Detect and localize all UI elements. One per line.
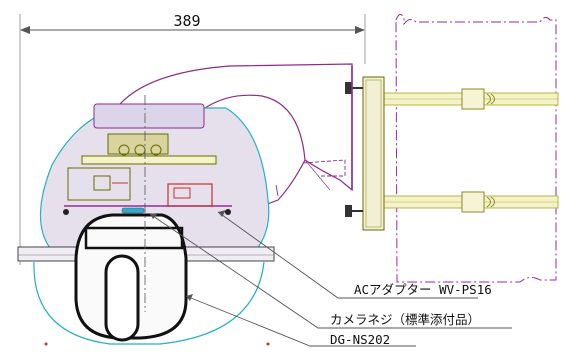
pole <box>395 14 557 283</box>
internal-assembly <box>63 133 232 215</box>
callout-leaders <box>149 210 512 347</box>
callout-camera-screw: カメラネジ（標準添付品） <box>330 312 480 327</box>
bolt-lower <box>345 205 352 217</box>
pole-band-lower <box>381 191 559 213</box>
dome-bubble <box>33 261 265 345</box>
callout-mount-model: DG-NS202 <box>330 332 390 347</box>
callout-ac-adapter: ACアダプター WV-PS16 <box>354 282 492 297</box>
camera-body <box>74 213 188 342</box>
pole-band-upper <box>381 88 559 110</box>
bolt-upper <box>345 82 352 94</box>
camera-screw <box>121 207 145 214</box>
dimension-value: 389 <box>173 12 200 30</box>
ac-adapter-box <box>167 183 213 207</box>
dimension-annotation: 389 <box>19 12 366 265</box>
wall-bracket <box>119 63 353 207</box>
mount-plate <box>345 76 385 231</box>
